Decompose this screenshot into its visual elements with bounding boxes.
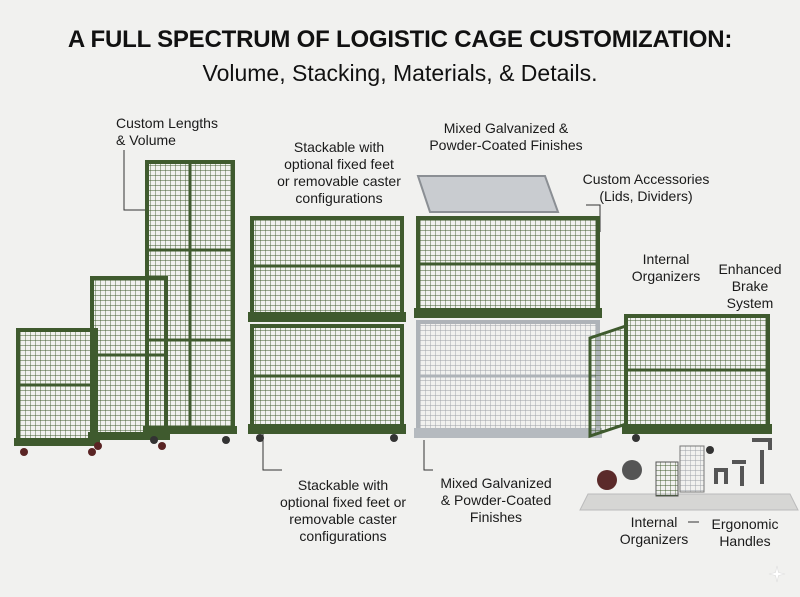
label-line: configurations xyxy=(295,190,383,206)
label-enhanced-brake: Enhanced Brake System xyxy=(710,261,790,312)
label-line: Mixed Galvanized xyxy=(440,475,552,491)
tall-green-cage xyxy=(143,160,237,444)
label-line: optional fixed feet xyxy=(284,156,394,172)
label-internal-organizers-bottom: Internal Organizers xyxy=(614,514,694,548)
label-line: Organizers xyxy=(631,268,701,284)
label-custom-lengths: Custom Lengths & Volume xyxy=(116,115,218,149)
label-line: Enhanced xyxy=(718,261,782,277)
label-line: (Lids, Dividers) xyxy=(599,188,693,204)
label-line: Custom Lengths xyxy=(116,115,218,131)
label-line: Finishes xyxy=(469,509,523,525)
label-line: Brake xyxy=(731,278,769,294)
label-line: Custom Accessories xyxy=(582,171,710,187)
label-ergonomic-handles: Ergonomic Handles xyxy=(702,516,788,550)
label-stackable-top: Stackable with optional fixed feet or re… xyxy=(259,139,419,207)
label-line: System xyxy=(726,295,774,311)
sparkle-icon xyxy=(768,565,786,583)
label-line: & Volume xyxy=(116,132,176,148)
label-mixed-finishes-bottom: Mixed Galvanized & Powder-Coated Finishe… xyxy=(426,475,566,526)
label-line: Organizers xyxy=(619,531,689,547)
label-mixed-finishes-top: Mixed Galvanized & Powder-Coated Finishe… xyxy=(416,120,596,154)
label-line: Internal xyxy=(642,251,690,267)
label-stackable-bottom: Stackable with optional fixed feet or re… xyxy=(258,477,428,545)
page-subtitle: Volume, Stacking, Materials, & Details. xyxy=(202,60,598,86)
label-internal-organizers-top: Internal Organizers xyxy=(626,251,706,285)
page-title: A FULL SPECTRUM OF LOGISTIC CAGE CUSTOMI… xyxy=(67,26,733,53)
label-line: & Powder-Coated xyxy=(440,492,552,508)
lidded-green-over-galvanized xyxy=(414,175,602,438)
label-line: or removable caster xyxy=(277,173,401,189)
stacked-green-cages xyxy=(248,216,406,442)
label-line: Mixed Galvanized & xyxy=(443,120,569,136)
label-line: Powder-Coated Finishes xyxy=(429,137,583,153)
label-line: Handles xyxy=(719,533,771,549)
label-line: Stackable with xyxy=(297,477,389,493)
label-line: removable caster xyxy=(289,511,397,527)
accessory-shelf xyxy=(579,438,799,511)
label-line: Stackable with xyxy=(293,139,385,155)
label-custom-accessories: Custom Accessories (Lids, Dividers) xyxy=(566,171,726,205)
label-line: Internal xyxy=(630,514,678,530)
label-line: Ergonomic xyxy=(711,516,779,532)
label-line: configurations xyxy=(299,528,387,544)
label-line: optional fixed feet or xyxy=(279,494,407,510)
small-green-cage xyxy=(14,328,100,456)
open-door-green-cage xyxy=(588,314,772,454)
